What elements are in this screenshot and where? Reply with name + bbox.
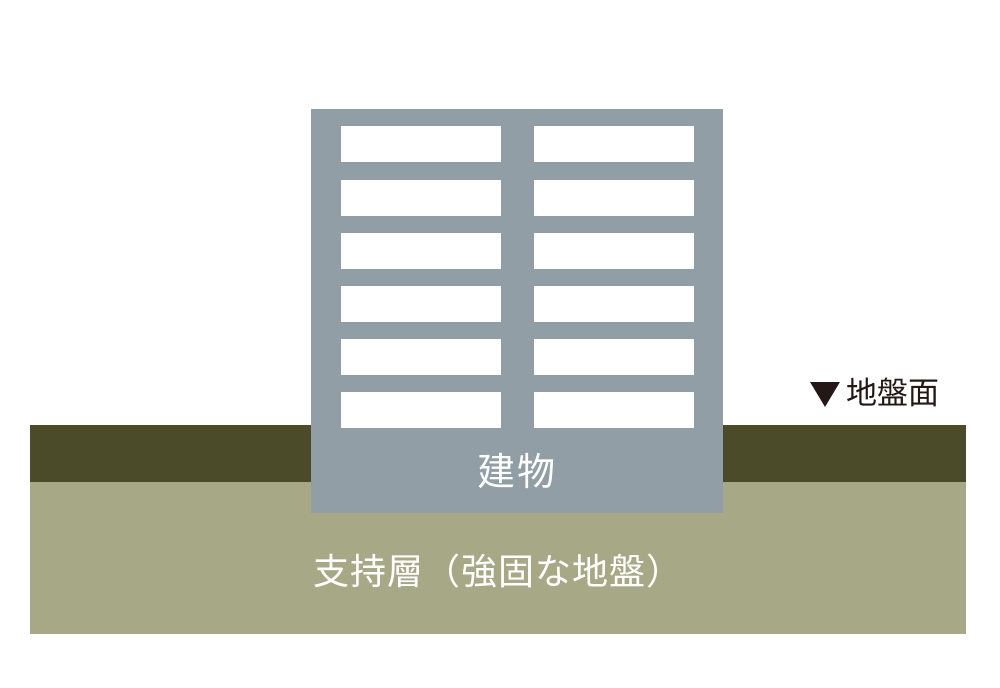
- building: [311, 109, 723, 513]
- window: [534, 180, 694, 216]
- window: [534, 233, 694, 269]
- down-triangle-icon: [810, 381, 840, 407]
- bearing-layer-label: 支持層（強固な地盤）: [312, 552, 683, 593]
- window: [341, 392, 501, 428]
- window: [341, 126, 501, 162]
- window: [534, 392, 694, 428]
- ground-level-marker: 地盤面: [810, 372, 939, 416]
- window: [534, 126, 694, 162]
- window: [341, 339, 501, 375]
- window: [534, 339, 694, 375]
- building-label: 建物: [476, 450, 557, 494]
- window: [341, 180, 501, 216]
- window: [534, 286, 694, 322]
- ground-level-label: 地盤面: [846, 376, 939, 412]
- window: [341, 286, 501, 322]
- window: [341, 233, 501, 269]
